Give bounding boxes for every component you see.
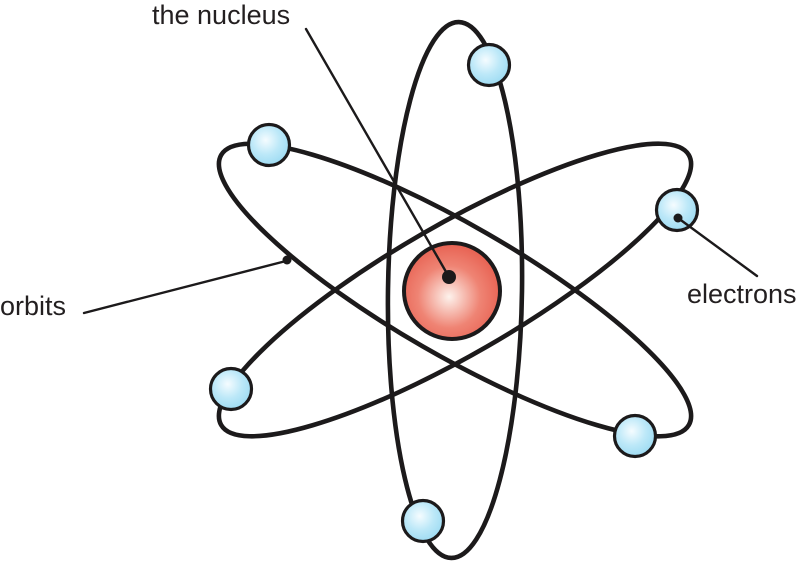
electrons-pointer-dot [673,213,683,223]
electrons-label: electrons [687,279,797,309]
orbit-ellipse-ascending [216,141,694,439]
electron-right [654,187,700,233]
orbit-ellipse-descending [216,141,694,439]
electron-upper-left [246,122,292,168]
nucleus-pointer-line [304,27,451,279]
electron-top [466,42,512,88]
electron-bottom [400,498,446,544]
orbits-pointer-line [82,259,288,315]
electrons-pointer-line [676,216,759,278]
nucleus-pointer-dot [442,270,456,284]
orbit-ellipse-vertical [385,19,525,561]
electron-left [208,366,254,412]
orbits-label: orbits [0,291,67,321]
electron-lower-right [612,413,658,459]
nucleus [402,241,502,341]
orbits-pointer-dot [282,255,292,265]
nucleus-label: the nucleus [152,0,291,30]
